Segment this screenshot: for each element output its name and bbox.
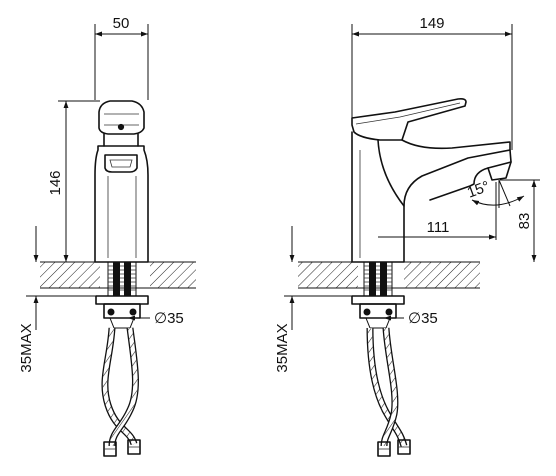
front-mounting-assembly (95, 261, 149, 457)
side-spout-height-label: 83 (516, 213, 533, 230)
side-reach-label: 111 (427, 219, 450, 236)
front-height-label: 146 (47, 170, 64, 195)
side-mounting-assembly (351, 261, 411, 457)
side-dimension-reach: 111 (378, 182, 497, 240)
side-dimension-hole: ∅35 (384, 310, 438, 327)
front-dimension-hole: ∅35 (128, 310, 184, 327)
front-depth-label: 35MAX (18, 323, 35, 372)
front-dimension-height: 146 (47, 100, 100, 262)
front-dimension-width: 50 (94, 15, 149, 100)
side-depth-label: 35MAX (274, 323, 291, 372)
side-dimension-angle: 15° (465, 178, 525, 208)
front-dimension-depth: 35MAX (18, 226, 96, 373)
front-width-label: 50 (113, 15, 130, 32)
front-faucet-body (94, 100, 149, 263)
side-dimension-length: 149 (351, 15, 513, 150)
side-dimension-spout-height: 83 (500, 179, 540, 262)
front-countertop (40, 261, 196, 289)
side-length-label: 149 (419, 15, 444, 32)
side-dimension-depth: 35MAX (274, 226, 352, 373)
front-view: 50 146 35MAX ∅35 (18, 15, 196, 457)
side-faucet-body (351, 98, 512, 263)
side-hole-label: ∅35 (408, 310, 438, 327)
side-angle-label: 15° (465, 178, 492, 202)
front-hole-label: ∅35 (154, 310, 184, 327)
side-view: 149 111 83 15° 35MAX ∅35 (274, 15, 540, 457)
